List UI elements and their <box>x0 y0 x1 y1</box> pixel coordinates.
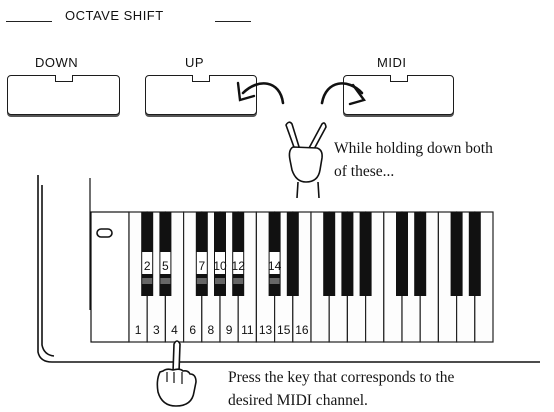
black-key[interactable] <box>396 212 408 296</box>
black-key-marker <box>215 278 225 284</box>
hold-instruction-line-1: While holding down both <box>334 140 493 157</box>
black-key-label-backdrop <box>196 252 207 274</box>
black-key[interactable] <box>468 212 481 296</box>
black-key-marker <box>160 278 171 284</box>
octave-shift-title: OCTAVE SHIFT <box>65 8 164 23</box>
black-key-number: 5 <box>162 259 169 273</box>
midi-button[interactable] <box>343 75 454 115</box>
down-button[interactable] <box>7 75 120 115</box>
header-rule-left <box>6 21 52 22</box>
down-button-label: DOWN <box>35 55 79 70</box>
white-key-number: 4 <box>171 323 178 337</box>
white-key-number: 16 <box>295 323 309 337</box>
midi-button-indicator <box>389 75 408 82</box>
up-button-label: UP <box>185 55 205 70</box>
black-key-marker <box>233 278 244 284</box>
black-key[interactable] <box>286 212 299 296</box>
black-key[interactable] <box>359 212 372 296</box>
press-instruction-line-2: desired MIDI channel. <box>228 392 368 409</box>
black-key-label-backdrop <box>233 252 244 274</box>
keyboard-case <box>37 175 540 363</box>
white-key-number: 3 <box>153 323 160 337</box>
black-key-marker <box>196 278 207 284</box>
black-key-number: 14 <box>268 259 282 273</box>
white-key-number: 6 <box>189 323 196 337</box>
black-key-label-backdrop <box>160 252 171 274</box>
black-key-marker <box>142 278 153 284</box>
two-finger-hand-icon <box>285 121 327 199</box>
black-key-label-backdrop <box>269 252 280 274</box>
black-key[interactable] <box>323 212 336 296</box>
midi-button-label: MIDI <box>377 55 407 70</box>
black-key-number: 12 <box>232 259 246 273</box>
black-key-label-backdrop <box>215 252 225 274</box>
black-key[interactable] <box>341 212 354 296</box>
black-key[interactable] <box>414 212 427 296</box>
pointing-hand-icon <box>156 340 197 407</box>
black-key-number: 7 <box>198 259 205 273</box>
header-rule-right <box>215 21 251 22</box>
up-button-indicator <box>192 75 210 82</box>
press-instruction-line-1: Press the key that corresponds to the <box>228 369 455 386</box>
hold-instruction-line-2: of these... <box>334 163 395 180</box>
down-button-indicator <box>54 75 73 82</box>
white-key-number: 15 <box>277 323 291 337</box>
white-key-number: 11 <box>241 323 254 337</box>
white-key-number: 13 <box>259 323 273 337</box>
black-key-number: 2 <box>144 259 151 273</box>
black-key[interactable] <box>450 212 463 296</box>
black-key-label-backdrop <box>142 252 153 274</box>
curved-arrow-icon <box>236 81 366 106</box>
black-key-number: 10 <box>213 259 227 273</box>
white-key-number: 9 <box>226 323 233 337</box>
white-key-number: 1 <box>135 323 142 337</box>
black-key-marker <box>269 278 280 284</box>
white-key-number: 8 <box>208 323 215 337</box>
